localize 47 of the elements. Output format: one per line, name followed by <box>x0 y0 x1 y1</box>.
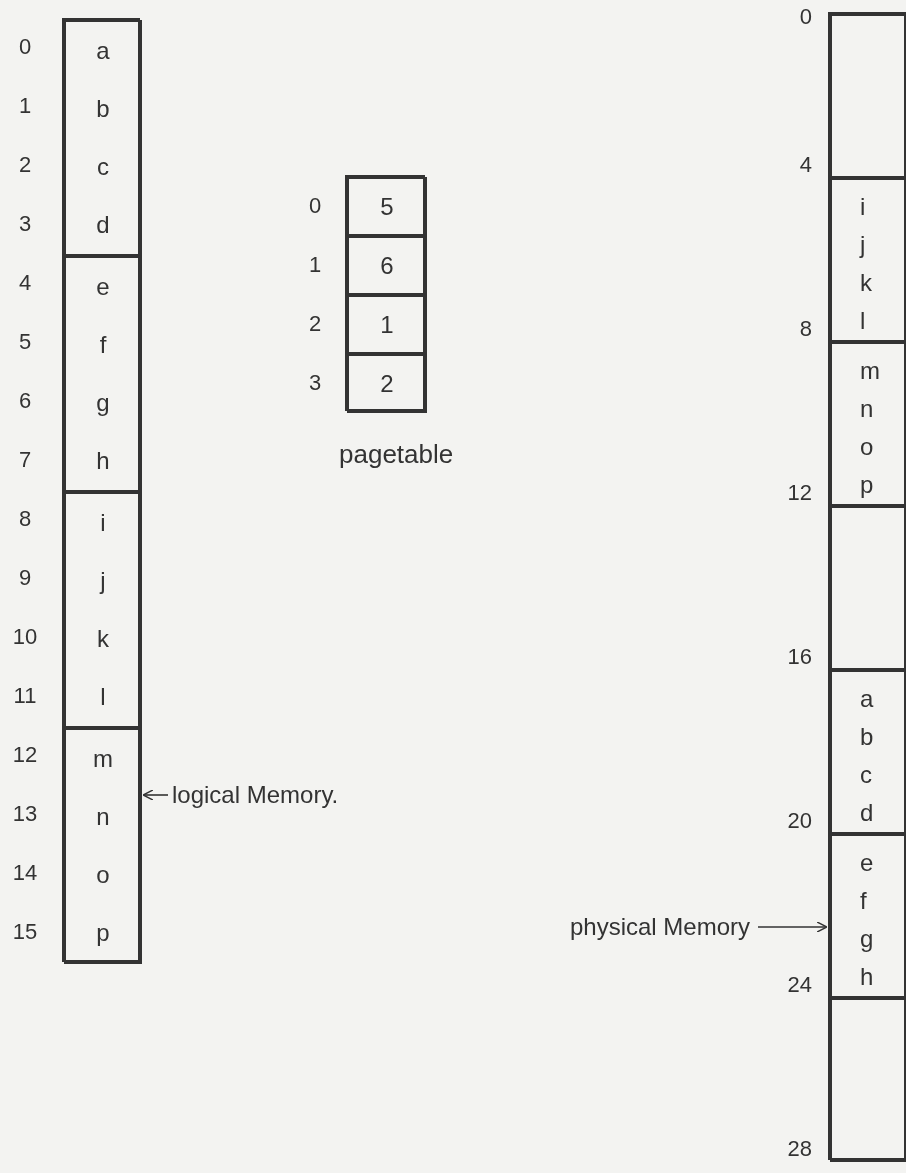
index-label: 0 <box>307 192 323 220</box>
address-label: 20 <box>786 807 812 835</box>
index-label: 8 <box>17 505 33 533</box>
table-entry: 1 <box>347 295 427 354</box>
index-label: 3 <box>17 210 33 238</box>
address-label: 12 <box>786 479 812 507</box>
index-label: 11 <box>12 682 38 710</box>
table-entry: 5 <box>347 177 427 236</box>
memory-frame: i j k l <box>830 178 906 342</box>
memory-column <box>62 18 140 962</box>
index-label: 9 <box>17 564 33 592</box>
index-label: 14 <box>11 859 39 887</box>
address-label: 24 <box>786 971 812 999</box>
index-label: 2 <box>17 151 33 179</box>
arrow <box>142 789 169 801</box>
address-label: 8 <box>798 315 812 343</box>
memory-label: logical Memory. <box>172 775 492 815</box>
index-label: 3 <box>307 369 323 397</box>
address-label: 4 <box>798 151 812 179</box>
memory-frame <box>830 14 906 178</box>
index-label: 5 <box>17 328 33 356</box>
address-label: 28 <box>786 1135 812 1163</box>
index-label: 1 <box>17 92 33 120</box>
memory-column <box>828 12 906 1160</box>
memory-page: m n o p <box>64 728 142 964</box>
memory-label: physical Memory <box>490 905 750 949</box>
memory-frame <box>830 998 906 1162</box>
memory-frame <box>830 506 906 670</box>
memory-frame: e f g h <box>830 834 906 998</box>
index-label: 15 <box>11 918 39 946</box>
index-label: 12 <box>11 741 39 769</box>
index-label: 0 <box>17 33 33 61</box>
memory-frame: m n o p <box>830 342 906 506</box>
table-caption: pagetable <box>339 438 454 471</box>
address-label: 16 <box>786 643 812 671</box>
index-label: 2 <box>307 310 323 338</box>
table-entry: 6 <box>347 236 427 295</box>
index-label: 13 <box>11 800 39 828</box>
memory-frame: a b c d <box>830 670 906 834</box>
index-label: 10 <box>11 623 39 651</box>
arrow <box>757 921 828 933</box>
index-label: 4 <box>17 269 33 297</box>
index-label: 1 <box>307 251 323 279</box>
address-label: 0 <box>798 3 812 31</box>
index-label: 6 <box>17 387 33 415</box>
table-entry: 2 <box>347 354 427 413</box>
index-label: 7 <box>17 446 33 474</box>
